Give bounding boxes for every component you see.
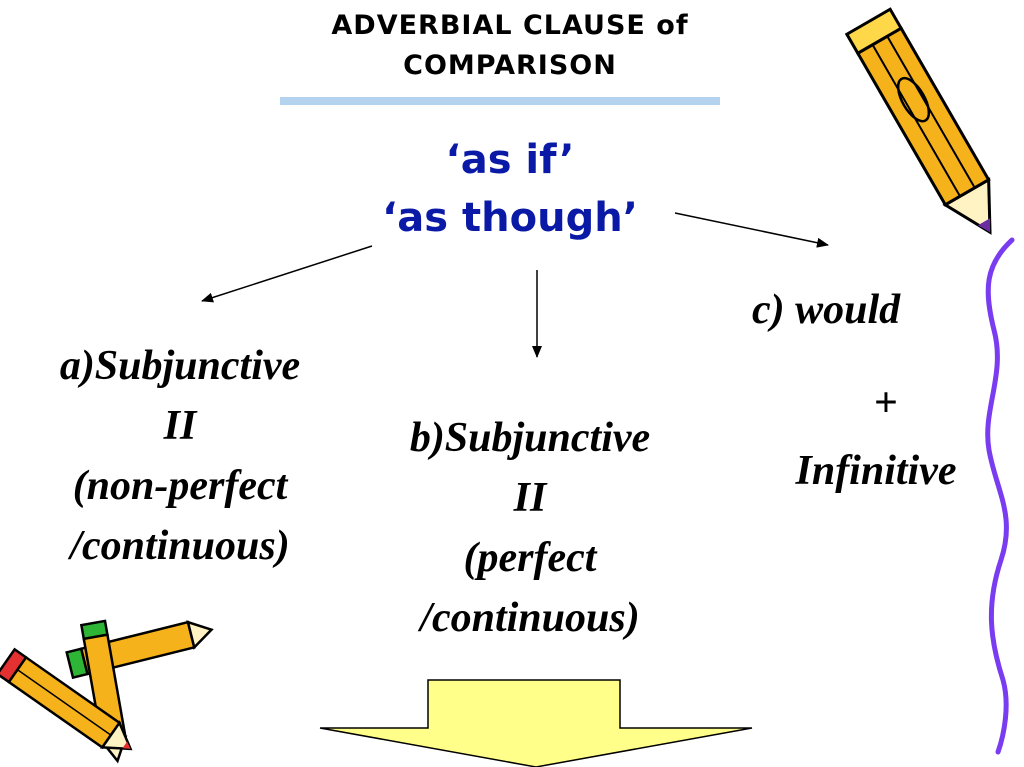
branch-a-line-3: (non-perfect <box>72 463 288 509</box>
conjunction-as-though: ‘as though’ <box>382 195 638 241</box>
branch-c-plus: + <box>874 380 898 426</box>
arrow-to-branch-c <box>674 212 829 248</box>
arrow-to-branch-a <box>201 245 373 303</box>
branch-a-line-4: /continuous) <box>70 523 290 569</box>
branch-a-line-2: II <box>163 403 197 449</box>
branch-a-line-1: a)Subjunctive <box>59 343 301 389</box>
title-line-2: COMPARISON <box>403 50 617 81</box>
slide-title: ADVERBIAL CLAUSE of COMPARISON <box>260 6 760 86</box>
title-line-1: ADVERBIAL CLAUSE of <box>331 10 689 41</box>
title-underline <box>280 97 720 105</box>
branch-a: a)Subjunctive II (non-perfect /continuou… <box>20 336 340 576</box>
branch-b-line-1: b)Subjunctive <box>409 415 651 461</box>
branch-b: b)Subjunctive II (perfect /continuous) <box>370 408 690 648</box>
branch-b-line-3: (perfect <box>463 535 597 581</box>
conjunction-as-if: ‘as if’ <box>445 137 575 183</box>
branch-c-would: c) would <box>752 287 901 333</box>
branch-b-line-4: /continuous) <box>420 595 640 641</box>
branch-b-line-2: II <box>513 475 547 521</box>
branch-c-infinitive: Infinitive <box>795 448 957 494</box>
